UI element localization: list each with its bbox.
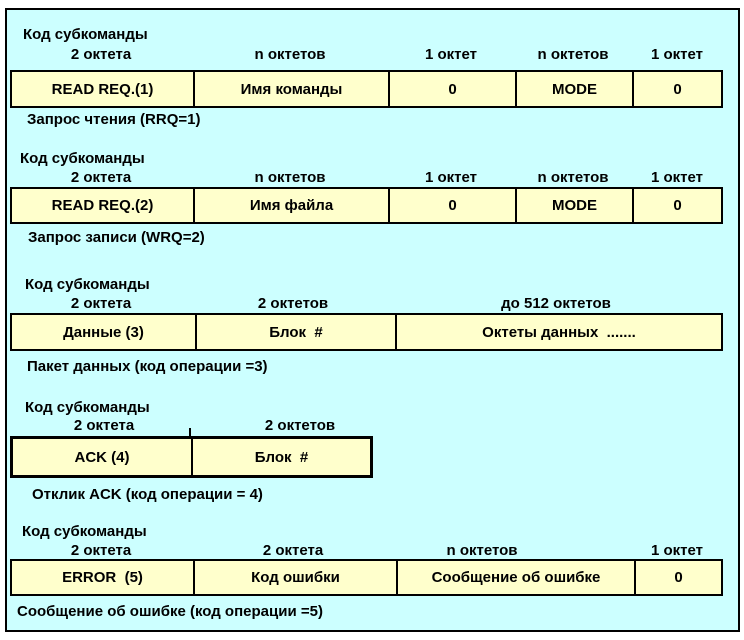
section4-divider-tick: [189, 428, 191, 437]
section3-packet-row: Данные (3) Блок # Октеты данных .......: [10, 313, 723, 351]
section2-header-col5: 1 октет: [650, 169, 704, 186]
section1-cell-name: Имя команды: [195, 72, 390, 106]
section1-packet-row: READ REQ.(1) Имя команды 0 MODE 0: [10, 70, 723, 108]
section2-packet-row: READ REQ.(2) Имя файла 0 MODE 0: [10, 187, 723, 224]
section4-packet-row: ACK (4) Блок #: [10, 436, 373, 478]
section5-header-col1: 2 октета: [70, 542, 132, 559]
section2-cell-opcode: READ REQ.(2): [12, 189, 195, 222]
section3-cell-data: Октеты данных .......: [482, 323, 636, 341]
section1-header-col1: 2 октета: [70, 46, 132, 63]
section5-packet-row: ERROR (5) Код ошибки Сообщение об ошибке…: [10, 559, 723, 596]
section1-cell-zero1: 0: [390, 72, 517, 106]
section3-caption: Пакет данных (код операции =3): [27, 358, 268, 375]
section1-header-col3: 1 октет: [424, 46, 478, 63]
section4-cell-opcode: ACK (4): [13, 439, 193, 475]
section1-cell-zero2: 0: [673, 80, 682, 98]
section5-header-col4: 1 октет: [650, 542, 704, 559]
section2-header-col2: n октетов: [254, 169, 326, 186]
section5-cell-errorcode: Код ошибки: [195, 561, 398, 594]
section1-header-col4: n октетов: [537, 46, 609, 63]
section3-header-col2: 2 октетов: [257, 295, 329, 312]
section2-cell-filename: Имя файла: [195, 189, 390, 222]
section1-cell-opcode: READ REQ.(1): [12, 72, 195, 106]
section5-label: Код субкоманды: [22, 523, 147, 540]
section5-header-col2: 2 октета: [262, 542, 324, 559]
section1-header-col2: n октетов: [254, 46, 326, 63]
section2-header-col3: 1 октет: [424, 169, 478, 186]
section5-cell-zero: 0: [674, 569, 683, 586]
section4-cell-block: Блок #: [254, 448, 309, 466]
section4-header-col1: 2 октета: [73, 417, 135, 434]
section3-header-col3: до 512 октетов: [501, 295, 611, 312]
section1-label: Код субкоманды: [23, 26, 148, 43]
section1-caption: Запрос чтения (RRQ=1): [27, 111, 201, 128]
section4-header-col2: 2 октетов: [264, 417, 336, 434]
section2-cell-zero1: 0: [390, 189, 517, 222]
section5-cell-errormsg: Сообщение об ошибке: [398, 561, 636, 594]
section2-caption: Запрос записи (WRQ=2): [28, 229, 205, 246]
section3-cell-opcode: Данные (3): [12, 315, 197, 349]
section4-caption: Отклик ACK (код операции = 4): [32, 486, 263, 503]
section2-header-col1: 2 октета: [70, 169, 132, 186]
section2-cell-zero2: 0: [673, 197, 682, 214]
section1-header-col5: 1 октет: [650, 46, 704, 63]
section2-cell-mode: MODE: [517, 189, 634, 222]
section3-header-col1: 2 октета: [70, 295, 132, 312]
section3-label: Код субкоманды: [25, 276, 150, 293]
section5-header-col3: n октетов: [446, 542, 518, 559]
section5-caption: Сообщение об ошибке (код операции =5): [17, 603, 323, 620]
section3-cell-block: Блок #: [197, 315, 397, 349]
section5-cell-opcode: ERROR (5): [12, 561, 195, 594]
section4-label: Код субкоманды: [25, 399, 150, 416]
section1-cell-mode: MODE: [517, 72, 634, 106]
section2-header-col4: n октетов: [537, 169, 609, 186]
section2-label: Код субкоманды: [20, 150, 145, 167]
